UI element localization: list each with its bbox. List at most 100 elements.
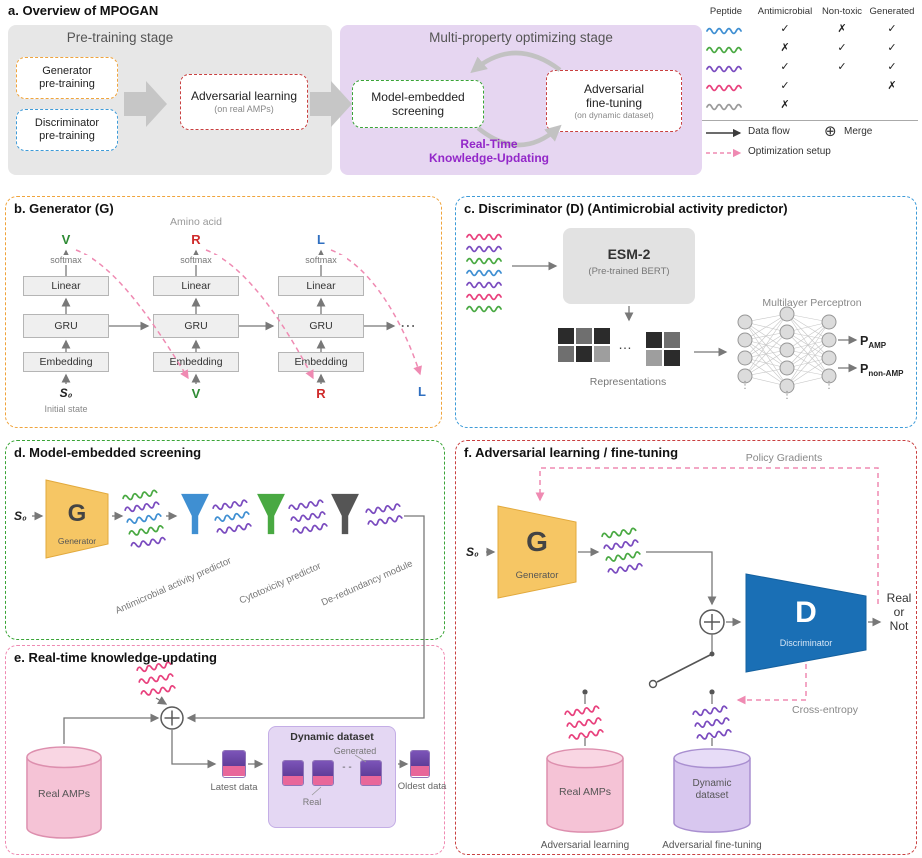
antimicrobial-filter-icon — [181, 493, 209, 535]
legend-mark-antimicrobial: ✗ — [780, 42, 790, 54]
deredundancy-filter-icon — [331, 493, 359, 535]
embedding-layer: Embedding — [153, 352, 239, 372]
dataset-block — [312, 760, 334, 786]
generator-letter: G — [67, 500, 87, 527]
legend-mark-generated: ✓ — [887, 42, 897, 54]
gru-layer: GRU — [23, 314, 109, 338]
dynamic-peptides-cluster — [691, 703, 733, 743]
p-symbol: P — [860, 362, 869, 376]
linear-layer: Linear — [23, 276, 109, 296]
discriminator-caption: Discriminator — [779, 638, 833, 648]
softmax-label: softmax — [40, 255, 92, 265]
nontoxic-peptides-cluster — [287, 497, 329, 537]
adversarial-finetuning-caption: Adversarial fine-tuning — [662, 840, 762, 851]
policy-gradients-label: Policy Gradients — [745, 452, 823, 464]
adversarial-finetuning-note: (on dynamic dataset) — [574, 110, 654, 121]
legend-header-peptide: Peptide — [709, 6, 743, 17]
generator-letter: G — [526, 526, 548, 557]
dataset-block — [360, 760, 382, 786]
mlp-label: Multilayer Perceptron — [762, 297, 862, 309]
new-real-amps-cluster — [135, 659, 177, 699]
aa-r-input: R — [316, 386, 326, 401]
discriminator-letter: D — [795, 596, 817, 629]
legend-merge-label: Merge — [844, 126, 873, 137]
legend-header-antimicrobial: Antimicrobial — [757, 6, 813, 17]
oldest-data-label: Oldest data — [397, 781, 447, 792]
peptide-icon-green — [466, 257, 502, 265]
panel-a-title: a. Overview of MPOGAN — [8, 3, 159, 18]
adversarial-learning-note: (on real AMPs) — [214, 103, 274, 114]
initial-state-symbol: S₀ — [466, 545, 479, 559]
softmax-label: softmax — [170, 255, 222, 265]
panel-f-title: f. Adversarial learning / fine-tuning — [464, 445, 679, 460]
legend-mark-generated: ✓ — [887, 61, 897, 73]
real-or-not-label: Real or Not — [886, 591, 912, 633]
p-nonamp-subscript: non-AMP — [868, 369, 904, 378]
panel-b-title: b. Generator (G) — [14, 201, 114, 216]
panel-b — [5, 196, 442, 428]
peptide-icon-green — [466, 305, 502, 313]
real-amps-label: Real AMPs — [559, 786, 611, 798]
input-peptides-cluster — [466, 232, 502, 314]
adversarial-learning-label: Adversarial learning — [190, 89, 298, 104]
dynamic-dataset-label: Dynamic dataset — [692, 778, 732, 801]
generator-caption: Generator — [515, 570, 559, 581]
peptide-icon-blue — [466, 269, 502, 277]
legend-mark-antimicrobial: ✓ — [780, 80, 790, 92]
panel-e-title: e. Real-time knowledge-updating — [14, 650, 217, 665]
gru-continuation-ellipsis: ⋯ — [400, 318, 416, 335]
legend-mark-generated: ✓ — [887, 23, 897, 35]
generator-caption: Generator — [57, 536, 97, 546]
linear-layer: Linear — [153, 276, 239, 296]
representations-cubes — [558, 328, 610, 362]
peptide-icon-purple — [466, 245, 502, 253]
legend-mark-nontoxic: ✓ — [837, 61, 847, 73]
esm2-box — [563, 228, 695, 304]
generated-half-label: Generated — [333, 746, 377, 756]
p-amp-subscript: AMP — [868, 341, 887, 350]
mlp-vdots: ⋮ — [824, 380, 834, 391]
linear-layer: Linear — [278, 276, 364, 296]
legend-mark-nontoxic: ✓ — [837, 42, 847, 54]
softmax-label: softmax — [295, 255, 347, 265]
mlp-vdots: ⋮ — [782, 390, 792, 401]
p-nonamp-output: Pnon-AMP — [860, 360, 903, 378]
p-symbol: P — [860, 334, 869, 348]
model-embedded-screening-box: Model-embedded screening — [352, 80, 484, 128]
dataset-block — [282, 760, 304, 786]
real-half-label: Real — [302, 797, 322, 807]
peptide-icon-pink — [706, 84, 742, 92]
legend-header-nontoxic: Non-toxic — [821, 6, 863, 17]
amino-acid-label: Amino acid — [170, 216, 222, 228]
aa-r-output: R — [191, 232, 201, 247]
real-amps-cluster — [563, 703, 605, 743]
adversarial-finetuning-label: Adversarial fine-tuning — [583, 81, 645, 110]
legend-peptide-blue — [706, 26, 742, 36]
representations-cubes — [646, 332, 680, 366]
legend-mark-nontoxic: ✗ — [837, 23, 847, 35]
adversarial-finetuning-box: Adversarial fine-tuning (on dynamic data… — [546, 70, 682, 132]
panel-d-title: d. Model-embedded screening — [14, 445, 202, 460]
legend-peptide-gray — [706, 102, 742, 112]
embedding-layer: Embedding — [278, 352, 364, 372]
embedding-layer: Embedding — [23, 352, 109, 372]
legend-peptide-pink — [706, 83, 742, 93]
legend-dataflow-label: Data flow — [748, 126, 790, 137]
legend-header-generated: Generated — [869, 6, 915, 17]
peptide-icon-purple — [706, 65, 742, 73]
peptide-icon-pink — [466, 293, 502, 301]
representations-ellipsis: … — [618, 336, 632, 352]
aa-l-output: L — [317, 232, 325, 247]
initial-state-label: Initial state — [44, 404, 88, 414]
p-amp-output: PAMP — [860, 332, 886, 350]
real-amps-database-icon — [26, 746, 102, 839]
legend-peptide-purple — [706, 64, 742, 74]
esm2-note: (Pre-trained BERT) — [588, 266, 670, 277]
mlp-vdots: ⋮ — [740, 380, 750, 391]
oldest-data-block — [410, 750, 430, 778]
peptide-icon-green — [706, 46, 742, 54]
real-amps-label: Real AMPs — [38, 788, 90, 800]
initial-state-symbol: S₀ — [14, 509, 27, 523]
gru-layer: GRU — [278, 314, 364, 338]
aa-v-output: V — [61, 232, 71, 247]
